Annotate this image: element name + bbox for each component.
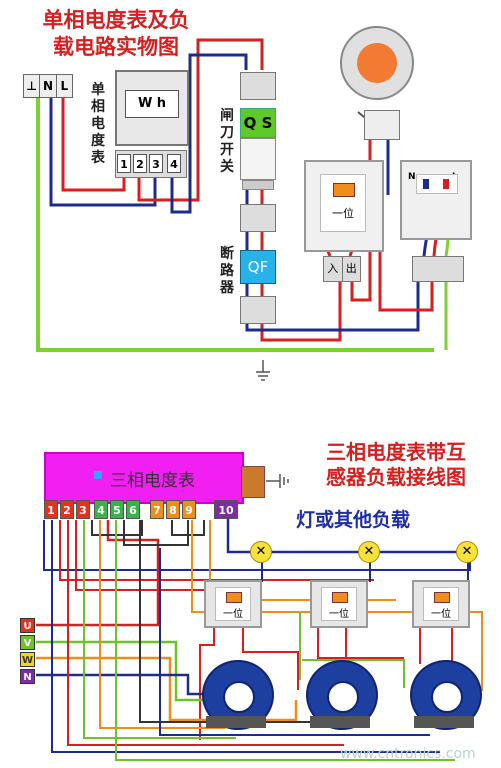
phase-v: V bbox=[20, 635, 35, 650]
three-phase-terminal-7: 7 bbox=[150, 500, 164, 519]
ground-wire bbox=[36, 98, 434, 352]
load-label: 灯或其他负载 bbox=[296, 509, 411, 531]
ct-1-hole bbox=[223, 681, 255, 713]
ct-2-hole bbox=[327, 681, 359, 713]
three-phase-terminal-8: 8 bbox=[166, 500, 180, 519]
lamp-3-icon: ✕ bbox=[456, 541, 478, 563]
phase-n: N bbox=[20, 669, 35, 684]
switch-1-rocker-icon bbox=[226, 592, 242, 603]
wire-l-to-meter bbox=[61, 98, 126, 192]
breaker-label: 断路器 bbox=[220, 246, 234, 296]
socket-n-pin-icon bbox=[423, 179, 429, 189]
switch-out-label: 出 bbox=[345, 262, 357, 275]
load-switch-2: 一位 bbox=[310, 580, 368, 628]
ct-1-base bbox=[206, 716, 266, 728]
watermark: www.cntronics.com bbox=[340, 746, 476, 762]
socket-l-pin-icon bbox=[443, 179, 449, 189]
meter-terminal-1: 1 bbox=[117, 154, 131, 173]
wall-switch-top: 一位 bbox=[304, 160, 384, 252]
wire-qf-neutral bbox=[245, 280, 420, 332]
switch-2-rocker-icon bbox=[332, 592, 348, 603]
switch-3-rocker-icon bbox=[434, 592, 450, 603]
meter-ground-terminal bbox=[241, 466, 265, 498]
phase-u: U bbox=[20, 618, 35, 633]
ct-3-base bbox=[414, 716, 474, 728]
terminal-n: N bbox=[40, 75, 57, 97]
three-phase-meter: 三相电度表 bbox=[44, 452, 244, 504]
load-switch-3-plate: 一位 bbox=[423, 587, 459, 621]
wire-meter2-qs bbox=[137, 38, 264, 202]
switch-plate: 一位 bbox=[320, 174, 366, 232]
three-phase-terminal-3: 3 bbox=[76, 500, 90, 519]
three-phase-terminal-10: 10 bbox=[214, 500, 238, 519]
terminal-l: L bbox=[60, 79, 69, 93]
top-title-line1: 单相电度表及负 bbox=[42, 8, 190, 32]
lamp-bulb-icon bbox=[357, 43, 397, 83]
qs-top-terminal bbox=[240, 72, 276, 100]
knife-switch-blades bbox=[240, 138, 276, 180]
bottom-title: 三相电度表带互 感器负载接线图 bbox=[296, 440, 496, 490]
lamp-terminal bbox=[364, 110, 400, 140]
knife-switch-base bbox=[242, 180, 274, 190]
switch-rocker-icon bbox=[333, 183, 355, 197]
meter-terminal-2: 2 bbox=[133, 154, 147, 173]
wire-meter4-qs bbox=[170, 53, 248, 214]
lamp-holder bbox=[340, 26, 414, 100]
meter-terminal-3: 3 bbox=[149, 154, 163, 173]
knife-switch-qs: Q S bbox=[240, 108, 276, 138]
load-switch-2-plate: 一位 bbox=[321, 587, 357, 621]
switch-terminals-top: 入 出 bbox=[323, 256, 361, 282]
terminal-ground: ⊥ bbox=[24, 75, 41, 97]
load-switch-1-plate: 一位 bbox=[215, 587, 251, 621]
load-switch-3: 一位 bbox=[412, 580, 470, 628]
meter-display: W h bbox=[125, 90, 179, 118]
supply-terminal-block: ⊥ N L bbox=[23, 74, 73, 98]
switch-2-text: 一位 bbox=[329, 609, 349, 620]
lamp-1-icon: ✕ bbox=[250, 541, 272, 563]
lamp-2-icon: ✕ bbox=[358, 541, 380, 563]
meter-terminal-4: 4 bbox=[167, 154, 181, 173]
socket-terminals bbox=[412, 256, 464, 282]
top-title: 单相电度表及负 载电路实物图 bbox=[26, 7, 206, 61]
ct-2-base bbox=[310, 716, 370, 728]
socket-face bbox=[416, 174, 458, 194]
wire-n-to-meter bbox=[49, 98, 157, 207]
meter-side-label: 单相电度表 bbox=[91, 82, 105, 166]
bottom-title-line2: 感器负载接线图 bbox=[326, 465, 466, 489]
three-phase-terminal-2: 2 bbox=[60, 500, 74, 519]
three-phase-terminal-5: 5 bbox=[110, 500, 124, 519]
top-title-line2: 载电路实物图 bbox=[53, 35, 179, 59]
switch-in-label: 入 bbox=[324, 257, 343, 281]
three-phase-terminal-6: 6 bbox=[126, 500, 140, 519]
qf-bottom-terminal bbox=[240, 296, 276, 324]
bottom-title-line1: 三相电度表带互 bbox=[326, 440, 466, 464]
single-phase-meter: W h bbox=[115, 70, 189, 146]
three-phase-terminal-1: 1 bbox=[44, 500, 58, 519]
wall-socket: N L bbox=[400, 160, 472, 240]
three-phase-terminal-9: 9 bbox=[182, 500, 196, 519]
switch-1-text: 一位 bbox=[223, 609, 243, 620]
switch-text-top: 一位 bbox=[332, 207, 354, 220]
meter-indicator-icon bbox=[94, 471, 102, 479]
socket-n-label: N bbox=[408, 172, 416, 182]
ct-3-hole bbox=[431, 681, 463, 713]
three-phase-terminal-4: 4 bbox=[94, 500, 108, 519]
load-switch-1: 一位 bbox=[204, 580, 262, 628]
switch-3-text: 一位 bbox=[431, 609, 451, 620]
knife-switch-label: 闸刀开关 bbox=[220, 108, 234, 175]
three-phase-meter-name: 三相电度表 bbox=[110, 471, 195, 491]
qf-top-terminal bbox=[240, 204, 276, 232]
breaker-qf: QF bbox=[240, 250, 276, 284]
phase-w: W bbox=[20, 652, 35, 667]
